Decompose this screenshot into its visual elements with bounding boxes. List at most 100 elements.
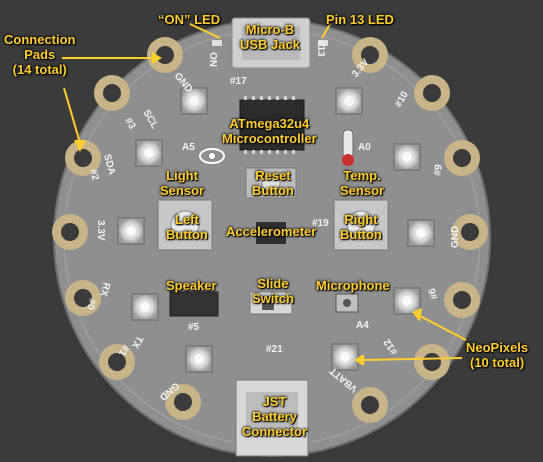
- label-line: Pin 13 LED: [326, 12, 394, 27]
- label-line: ATmega32u4: [229, 116, 310, 131]
- connection-pad: [414, 75, 450, 111]
- silk-pin0: #0: [84, 297, 98, 311]
- label-line: Microphone: [316, 278, 390, 293]
- label-line: Connection: [4, 32, 76, 47]
- label-accelerometer: Accelerometer: [226, 224, 316, 239]
- label-left-button: Left Button: [166, 212, 208, 242]
- connection-pads: [52, 37, 488, 423]
- speaker: [169, 291, 219, 317]
- label-line: Micro-B: [245, 22, 295, 37]
- label-line: Temp.: [343, 168, 381, 183]
- label-line: Connector: [242, 424, 307, 439]
- silk-pin21: #21: [266, 344, 283, 355]
- neopixel-led: [117, 217, 145, 245]
- callout-leaders: [62, 23, 467, 361]
- label-line: (10 total): [469, 355, 525, 370]
- neopixels: [117, 87, 435, 373]
- neopixel-led: [185, 345, 213, 373]
- connection-pad: [444, 282, 480, 318]
- label-connection-pads: Connection Pads (14 total): [4, 32, 76, 77]
- label-micro-b-usb: Micro-B USB Jack: [240, 22, 300, 52]
- label-jst-battery: JST Battery Connector: [242, 394, 307, 439]
- label-reset-button: Reset Button: [252, 168, 294, 198]
- label-line: Reset: [255, 168, 291, 183]
- connection-pad: [52, 214, 88, 250]
- label-line: Speaker: [166, 278, 217, 293]
- connection-pad: [94, 75, 130, 111]
- label-line: Switch: [252, 291, 294, 306]
- label-line: Left: [175, 212, 199, 227]
- connection-pad: [147, 37, 183, 73]
- neopixel-led: [335, 87, 363, 115]
- connection-pad: [99, 344, 135, 380]
- silk-pin6: #6: [427, 286, 441, 301]
- connection-pad: [65, 280, 101, 316]
- silk-33v-left: 3.3V: [95, 220, 106, 241]
- neopixel-led: [180, 87, 208, 115]
- label-right-button: Right Button: [340, 212, 382, 242]
- label-microphone: Microphone: [316, 278, 390, 293]
- connection-pad: [352, 37, 388, 73]
- label-line: “ON” LED: [158, 12, 221, 27]
- silk-a5: A5: [182, 142, 195, 153]
- silk-pin19: #19: [312, 218, 329, 229]
- silk-pin1: #1: [116, 343, 131, 359]
- neopixel-led: [407, 219, 435, 247]
- label-line: Pads: [24, 47, 56, 62]
- silk-pin13: #13: [315, 40, 326, 57]
- label-temp-sensor: Temp. Sensor: [340, 168, 384, 198]
- label-speaker: Speaker: [166, 278, 217, 293]
- silk-pin3: #3: [122, 116, 137, 132]
- label-line: Light: [166, 168, 198, 183]
- reset-button[interactable]: [245, 167, 297, 199]
- silk-rx: RX: [97, 281, 111, 298]
- silk-on: ON: [207, 52, 218, 67]
- label-line: Sensor: [160, 183, 205, 198]
- temp-sensor: [342, 129, 354, 159]
- label-line: Microcontroller: [222, 131, 317, 146]
- connection-pad: [452, 214, 488, 250]
- atmega-chip: [239, 99, 305, 151]
- label-line: NeoPixels: [466, 340, 529, 355]
- label-line: Button: [340, 227, 382, 242]
- neopixel-led: [131, 293, 159, 321]
- label-pin13-led: Pin 13 LED: [326, 12, 394, 27]
- silk-pin5: #5: [188, 322, 200, 333]
- label-line: JST: [262, 394, 287, 409]
- label-line: Slide: [257, 276, 289, 291]
- on-led: [212, 40, 222, 46]
- label-line: USB Jack: [240, 37, 300, 52]
- connection-pad: [165, 384, 201, 420]
- neopixel-led: [135, 139, 163, 167]
- connection-pad: [444, 140, 480, 176]
- label-slide-switch: Slide Switch: [252, 276, 294, 306]
- pin13-led: [318, 40, 328, 46]
- label-on-led: “ON” LED: [158, 12, 220, 27]
- silk-a0: A0: [358, 142, 371, 153]
- connection-pad: [352, 387, 388, 423]
- label-line: Sensor: [340, 183, 385, 198]
- label-line: Button: [166, 227, 208, 242]
- silk-sda: SDA: [101, 153, 117, 176]
- silk-pin9: #9: [432, 163, 445, 176]
- neopixel-led: [331, 343, 359, 371]
- connection-pad: [414, 344, 450, 380]
- label-light-sensor: Light Sensor: [160, 168, 204, 198]
- label-neopixels: NeoPixels (10 total): [466, 340, 528, 370]
- neopixel-led: [393, 143, 421, 171]
- connection-pad: [65, 140, 101, 176]
- neopixel-led: [393, 287, 421, 315]
- label-line: (14 total): [12, 62, 67, 77]
- light-sensor-icon: [199, 148, 225, 164]
- label-line: Right: [344, 212, 378, 227]
- silk-a4: A4: [356, 320, 369, 331]
- label-atmega: ATmega32u4 Microcontroller: [222, 116, 317, 146]
- label-line: Accelerometer: [226, 224, 317, 239]
- silk-gnd-right: GND: [450, 226, 461, 248]
- label-line: Battery: [252, 409, 297, 424]
- accelerometer-chip: [256, 222, 286, 244]
- silk-pin17: #17: [230, 76, 247, 87]
- label-line: Button: [252, 183, 294, 198]
